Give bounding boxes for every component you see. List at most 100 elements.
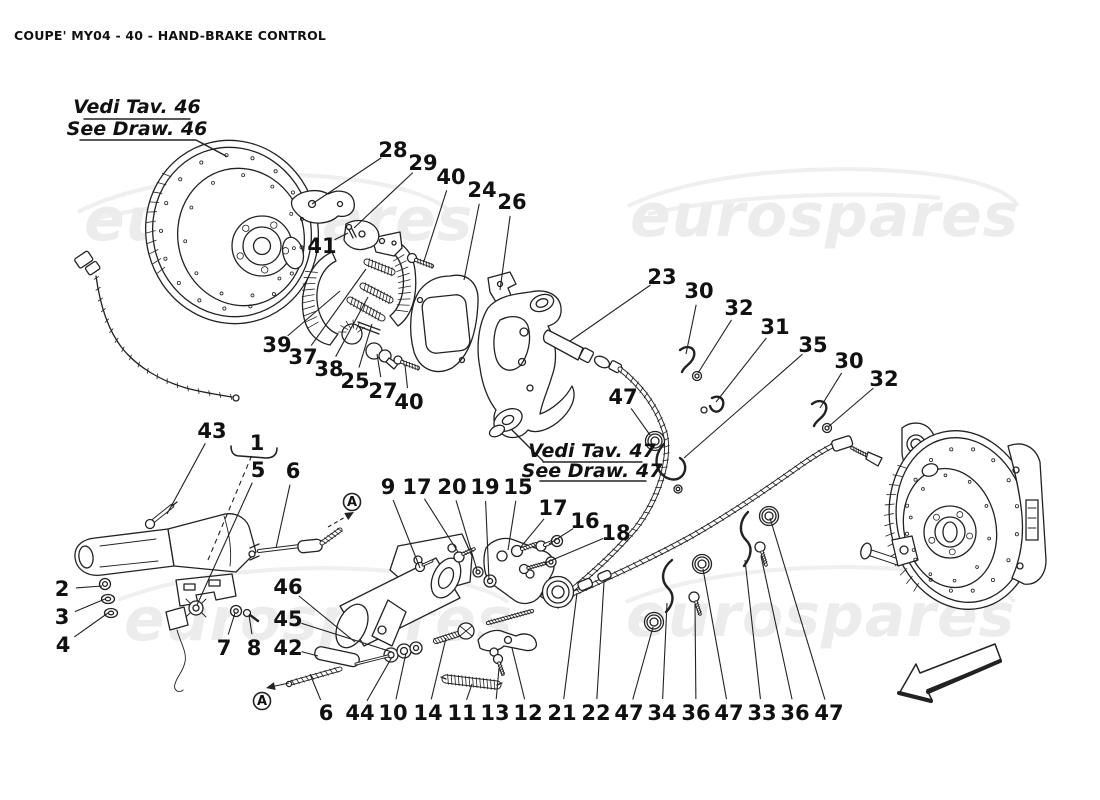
hand-brake-lever-drawing <box>74 501 343 693</box>
section-marker-circle <box>252 691 272 711</box>
callout-label-39: 39 <box>262 333 291 357</box>
callout-label-20: 20 <box>437 475 466 499</box>
callout-1-bracket <box>230 445 278 459</box>
callout-label-22: 22 <box>581 701 610 725</box>
callout-leader <box>685 304 697 355</box>
callout-label-3: 3 <box>55 605 70 629</box>
right-cable-drawing <box>567 435 883 598</box>
callout-label-10: 10 <box>378 701 407 725</box>
callout-leader <box>702 568 728 700</box>
drill-holes <box>159 153 1019 593</box>
callout-leader <box>511 647 526 700</box>
callout-leader <box>334 232 349 241</box>
callout-leader <box>544 537 604 564</box>
callout-leader <box>207 455 253 561</box>
callout-label-30: 30 <box>684 279 713 303</box>
callout-leader <box>485 500 490 581</box>
callout-label-8: 8 <box>247 636 262 660</box>
callout-leader <box>499 215 511 291</box>
callout-label-30: 30 <box>834 349 863 373</box>
callout-leader <box>166 443 206 515</box>
callout-label-2: 2 <box>55 577 70 601</box>
callout-label-12: 12 <box>513 701 542 725</box>
callout-label-42: 42 <box>273 636 302 660</box>
callout-label-36: 36 <box>780 701 809 725</box>
callout-label-37: 37 <box>288 345 317 369</box>
page-title: COUPE' MY04 - 40 - HAND-BRAKE CONTROL <box>14 28 326 43</box>
right-brake-disc-drawing <box>860 422 1047 610</box>
callout-leader <box>827 387 874 428</box>
callout-label-34: 34 <box>647 701 676 725</box>
callout-leader <box>819 372 843 409</box>
callout-leader <box>548 528 574 545</box>
callout-label-14: 14 <box>413 701 442 725</box>
callout-label-35: 35 <box>798 333 827 357</box>
callout-leader <box>463 203 480 281</box>
note-see-draw-47-line2: See Draw. 47 <box>522 460 663 482</box>
callout-leader <box>75 585 103 589</box>
callout-label-32: 32 <box>869 367 898 391</box>
callout-leader <box>569 284 651 342</box>
callout-leader <box>694 603 697 700</box>
callout-label-19: 19 <box>470 475 499 499</box>
knuckle-drawing <box>477 290 575 439</box>
callout-leader <box>404 364 409 389</box>
callout-label-6: 6 <box>319 701 334 725</box>
callout-label-5: 5 <box>251 458 266 482</box>
callout-label-46: 46 <box>273 575 302 599</box>
callout-label-31: 31 <box>760 315 789 339</box>
callout-leader <box>430 637 447 700</box>
callout-label-47: 47 <box>814 701 843 725</box>
callout-leader <box>683 353 803 459</box>
callout-label-47: 47 <box>714 701 743 725</box>
callout-label-9: 9 <box>381 475 396 499</box>
callout-label-47: 47 <box>608 385 637 409</box>
callout-label-43: 43 <box>197 419 226 443</box>
section-marker-circle <box>342 492 362 512</box>
callout-label-41: 41 <box>307 234 336 258</box>
callout-leader <box>395 652 407 700</box>
callout-label-40: 40 <box>394 390 423 414</box>
callout-label-28: 28 <box>378 138 407 162</box>
callout-leader <box>662 602 668 700</box>
callout-leader <box>301 622 393 653</box>
watermark-text: eurospares <box>630 181 1019 251</box>
callout-leader <box>311 157 382 205</box>
callout-label-24: 24 <box>467 178 496 202</box>
callout-label-26: 26 <box>497 190 526 214</box>
callout-leader <box>74 612 109 638</box>
brake-shoes-drawing <box>290 189 417 370</box>
callout-label-44: 44 <box>345 701 374 725</box>
callout-label-17: 17 <box>402 475 431 499</box>
callout-label-16: 16 <box>570 509 599 533</box>
note46-lines <box>79 118 227 157</box>
direction-arrow <box>897 643 1002 703</box>
callout-label-7: 7 <box>217 636 232 660</box>
callout-label-21: 21 <box>547 701 576 725</box>
callout-leader <box>760 555 793 700</box>
callout-leader <box>424 498 459 553</box>
callout-leader <box>301 651 319 657</box>
callout-leader <box>630 408 651 436</box>
callout-label-32: 32 <box>724 296 753 320</box>
callout-leader <box>248 614 253 635</box>
left-cable-drawing <box>542 329 670 591</box>
callout-label-23: 23 <box>647 265 676 289</box>
callout-label-11: 11 <box>447 701 476 725</box>
callout-leader <box>563 592 578 700</box>
callout-leader <box>358 323 373 368</box>
callout-leader <box>455 500 478 571</box>
section-marker-arrowhead <box>266 682 276 690</box>
callout-label-27: 27 <box>368 379 397 403</box>
callout-leader <box>335 296 369 357</box>
equalizer-drawing <box>285 533 575 691</box>
cable-hardware-drawing <box>643 345 833 633</box>
callout-leader <box>697 319 732 374</box>
section-marker-arrow <box>327 514 350 528</box>
callout-leader <box>275 484 291 549</box>
callout-leader <box>376 353 382 378</box>
callout-leader <box>519 518 545 549</box>
callout-label-6: 6 <box>286 459 301 483</box>
